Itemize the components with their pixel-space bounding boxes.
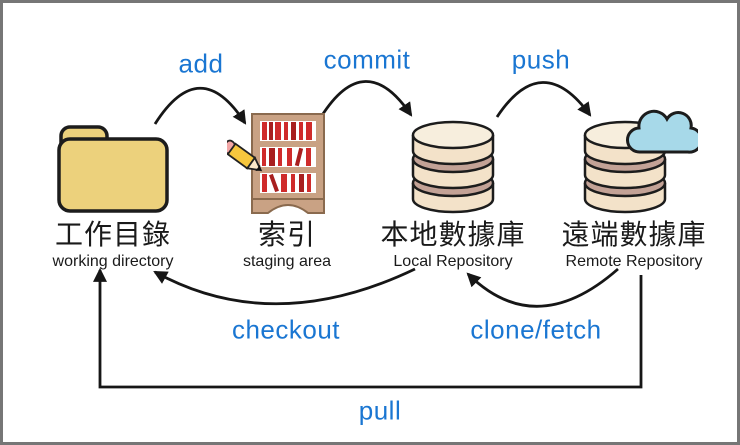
node-title-zh: 索引 [257,219,316,250]
node-title-zh: 本地數據庫 [380,219,526,250]
database-icon [411,120,495,214]
node-title-zh: 工作目錄 [54,219,171,250]
node-subtitle-en: working directory [52,253,174,270]
pencil-icon [227,139,263,172]
books-row-1 [262,122,312,140]
cloud-icon [626,109,698,154]
edge-label-checkout: checkout [231,314,341,345]
edge-label-push: push [511,44,571,75]
node-subtitle-en: Remote Repository [565,253,703,270]
books-row-2 [262,147,311,167]
books-row-3 [262,173,311,193]
bookshelf-pencil-icon [227,113,325,214]
edge-label-clone-fetch: clone/fetch [470,314,602,345]
node-remote-repository: 遠端數據庫 Remote Repository [544,109,724,271]
edge-label-commit: commit [323,44,411,75]
node-subtitle-en: Local Repository [393,253,513,270]
edge-label-add: add [178,48,224,79]
database-cloud-icon [583,109,698,214]
arrow-checkout [153,267,416,306]
folder-icon [57,125,169,213]
node-subtitle-en: staging area [242,253,332,270]
edge-label-pull: pull [358,395,402,426]
arrow-clone-fetch [466,267,619,308]
node-local-repository: 本地數據庫 Local Repository [363,111,543,271]
node-staging-area: 索引 staging area [197,111,377,271]
node-title-zh: 遠端數據庫 [561,219,707,250]
node-working-directory: 工作目錄 working directory [23,111,203,271]
